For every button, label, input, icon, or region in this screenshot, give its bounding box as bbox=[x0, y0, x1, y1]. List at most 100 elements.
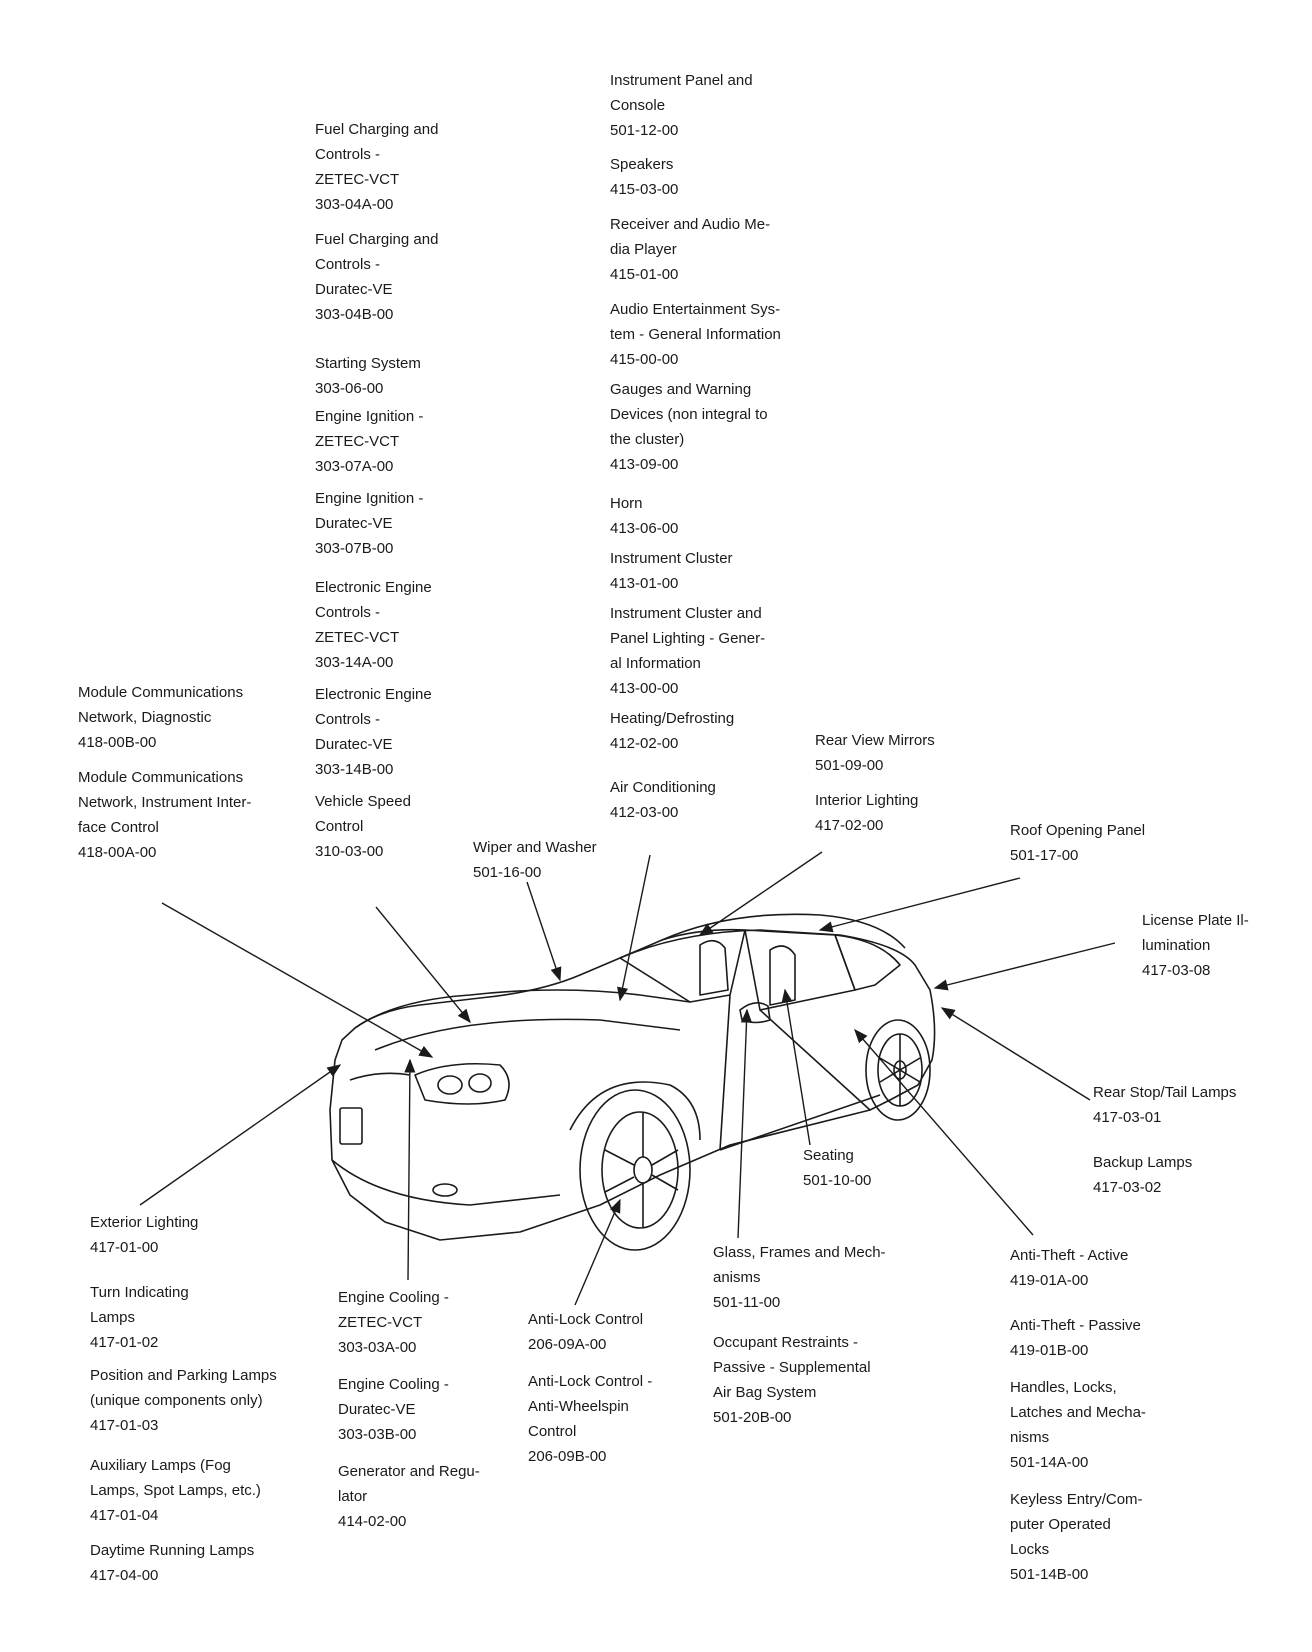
leader-wiper bbox=[526, 881, 562, 982]
leader-license-plate bbox=[933, 942, 1116, 991]
callout-ignition-duratec: Engine Ignition - Duratec-VE 303-07B-00 bbox=[315, 490, 424, 557]
rear-spokes bbox=[879, 1034, 921, 1106]
headlamp-lens-1 bbox=[437, 1075, 463, 1095]
callout-antitheft-passive: Anti-Theft - Passive 419-01B-00 bbox=[1010, 1317, 1141, 1359]
front-hub bbox=[633, 1156, 653, 1184]
callout-group-wiper: Wiper and Washer 501-16-00 bbox=[473, 835, 597, 885]
leader-exterior-lighting bbox=[139, 1064, 342, 1206]
callout-seating: Seating 501-10-00 bbox=[803, 1147, 872, 1189]
rear-wheel bbox=[865, 1019, 931, 1121]
leader-module-network bbox=[161, 902, 434, 1058]
callout-gauges-warning: Gauges and Warning Devices (non integral… bbox=[610, 381, 768, 473]
front-tire bbox=[579, 1089, 691, 1251]
leader-instrument-panel bbox=[617, 854, 651, 1002]
callout-cooling-duratec: Engine Cooling - Duratec-VE 303-03B-00 bbox=[338, 1376, 449, 1443]
front-rim bbox=[601, 1111, 679, 1229]
callout-eec-duratec: Electronic Engine Controls - Duratec-VE … bbox=[315, 686, 432, 778]
callout-stop-tail: Rear Stop/Tail Lamps 417-03-01 bbox=[1093, 1084, 1237, 1126]
front-wheel-arch bbox=[569, 1081, 701, 1141]
leader-tail-lamps bbox=[940, 1007, 1091, 1101]
leader-glass bbox=[737, 1008, 753, 1239]
callout-module-diagnostic: Module Communications Network, Diagnosti… bbox=[78, 684, 244, 751]
callout-daytime-running: Daytime Running Lamps 417-04-00 bbox=[90, 1542, 255, 1584]
callout-column-abs: Anti-Lock Control 206-09A-00 Anti-Lock C… bbox=[528, 1307, 652, 1469]
callout-backup-lamps: Backup Lamps 417-03-02 bbox=[1093, 1154, 1193, 1196]
hood-line bbox=[354, 989, 691, 1029]
front-wheel bbox=[569, 1081, 701, 1251]
callout-group-seating: Seating 501-10-00 bbox=[803, 1143, 871, 1193]
callout-license-plate: License Plate Il- lumination 417-03-08 bbox=[1142, 912, 1249, 979]
front-bumper bbox=[331, 1159, 561, 1206]
callout-module-instrument: Module Communications Network, Instrumen… bbox=[78, 769, 252, 861]
leader-abs bbox=[574, 1198, 621, 1306]
callout-cooling-zetec: Engine Cooling - ZETEC-VCT 303-03A-00 bbox=[338, 1289, 449, 1356]
callout-heating-defrosting: Heating/Defrosting 412-02-00 bbox=[610, 710, 735, 752]
callout-abs-wheelspin: Anti-Lock Control - Anti-Wheelspin Contr… bbox=[528, 1373, 653, 1465]
callout-fuel-duratec: Fuel Charging and Controls - Duratec-VE … bbox=[315, 231, 439, 323]
door-line bbox=[719, 994, 871, 1151]
callout-group-rear-lamps: Rear Stop/Tail Lamps 417-03-01 Backup La… bbox=[1093, 1080, 1236, 1200]
grille bbox=[349, 1072, 411, 1081]
rocker-line bbox=[719, 1094, 881, 1151]
rear-tire bbox=[865, 1019, 931, 1121]
callout-horn: Horn 413-06-00 bbox=[610, 495, 679, 537]
callout-column-lighting: Exterior Lighting 417-01-00 Turn Indicat… bbox=[90, 1210, 277, 1588]
leader-mirrors bbox=[698, 851, 823, 936]
leader-engine-cooling bbox=[404, 1058, 416, 1281]
rear-window bbox=[834, 934, 901, 991]
callout-cluster-panel-lighting: Instrument Cluster and Panel Lighting - … bbox=[610, 605, 766, 697]
callout-group-license: License Plate Il- lumination 417-03-08 bbox=[1142, 908, 1249, 983]
callout-turn-indicating: Turn Indicating Lamps 417-01-02 bbox=[90, 1284, 189, 1351]
leader-seating bbox=[781, 988, 811, 1146]
callout-group-mirrors: Rear View Mirrors 501-09-00 Interior Lig… bbox=[815, 728, 935, 838]
callout-exterior-lighting: Exterior Lighting 417-01-00 bbox=[90, 1214, 199, 1256]
license-plate-front bbox=[339, 1107, 363, 1145]
callout-keyless-entry: Keyless Entry/Com- puter Operated Locks … bbox=[1010, 1491, 1143, 1583]
callout-antitheft-active: Anti-Theft - Active 419-01A-00 bbox=[1010, 1247, 1129, 1289]
callout-instrument-panel: Instrument Panel and Console 501-12-00 bbox=[610, 72, 753, 139]
headlamp bbox=[414, 1063, 510, 1105]
seat-front bbox=[699, 939, 729, 996]
hood-crease bbox=[374, 1018, 681, 1051]
fog-lamp bbox=[432, 1183, 458, 1197]
callout-ignition-zetec: Engine Ignition - ZETEC-VCT 303-07A-00 bbox=[315, 408, 424, 475]
callout-rear-view-mirrors: Rear View Mirrors 501-09-00 bbox=[815, 732, 935, 774]
leader-anti-theft bbox=[854, 1028, 1034, 1236]
callout-occupant-restraints: Occupant Restraints - Passive - Suppleme… bbox=[713, 1334, 871, 1426]
callout-eec-zetec: Electronic Engine Controls - ZETEC-VCT 3… bbox=[315, 579, 432, 671]
callout-column-engine: Fuel Charging and Controls - ZETEC-VCT 3… bbox=[315, 117, 438, 864]
callout-auxiliary-lamps: Auxiliary Lamps (Fog Lamps, Spot Lamps, … bbox=[90, 1457, 261, 1524]
side-window bbox=[744, 929, 856, 1011]
callout-column-instrument: Instrument Panel and Console 501-12-00 S… bbox=[610, 68, 781, 825]
callout-roof-opening: Roof Opening Panel 501-17-00 bbox=[1010, 822, 1146, 864]
callout-interior-lighting: Interior Lighting 417-02-00 bbox=[815, 792, 919, 834]
callout-speakers: Speakers 415-03-00 bbox=[610, 156, 679, 198]
car-body bbox=[329, 913, 936, 1241]
leader-roof bbox=[818, 877, 1021, 933]
callout-column-cooling: Engine Cooling - ZETEC-VCT 303-03A-00 En… bbox=[338, 1285, 480, 1534]
seat-rear bbox=[769, 945, 796, 1006]
front-spokes bbox=[604, 1112, 679, 1228]
callout-audio-entertainment: Audio Entertainment Sys- tem - General I… bbox=[610, 301, 781, 368]
callout-column-glass: Glass, Frames and Mech- anisms 501-11-00… bbox=[713, 1240, 886, 1430]
leader-lines bbox=[139, 851, 1116, 1306]
callout-starting-system: Starting System 303-06-00 bbox=[315, 355, 421, 397]
callout-handles-locks: Handles, Locks, Latches and Mecha- nisms… bbox=[1010, 1379, 1146, 1471]
callout-generator: Generator and Regu- lator 414-02-00 bbox=[338, 1463, 480, 1530]
callout-fuel-zetec: Fuel Charging and Controls - ZETEC-VCT 3… bbox=[315, 121, 439, 213]
callout-air-conditioning: Air Conditioning 412-03-00 bbox=[610, 779, 716, 821]
callout-speed-control: Vehicle Speed Control 310-03-00 bbox=[315, 793, 411, 860]
headlamp-lens-2 bbox=[468, 1073, 492, 1093]
callout-position-parking: Position and Parking Lamps (unique compo… bbox=[90, 1367, 277, 1434]
callout-column-security: Anti-Theft - Active 419-01A-00 Anti-Thef… bbox=[1010, 1243, 1146, 1587]
callout-instrument-cluster: Instrument Cluster 413-01-00 bbox=[610, 550, 733, 592]
callout-group-roof: Roof Opening Panel 501-17-00 bbox=[1010, 818, 1145, 868]
callout-group-module: Module Communications Network, Diagnosti… bbox=[78, 680, 251, 865]
mirror bbox=[739, 1002, 771, 1024]
car-outline bbox=[329, 929, 936, 1241]
leader-engine-controls bbox=[375, 906, 471, 1024]
callout-glass-frames: Glass, Frames and Mech- anisms 501-11-00 bbox=[713, 1244, 886, 1311]
callout-wiper-washer: Wiper and Washer 501-16-00 bbox=[473, 839, 597, 881]
